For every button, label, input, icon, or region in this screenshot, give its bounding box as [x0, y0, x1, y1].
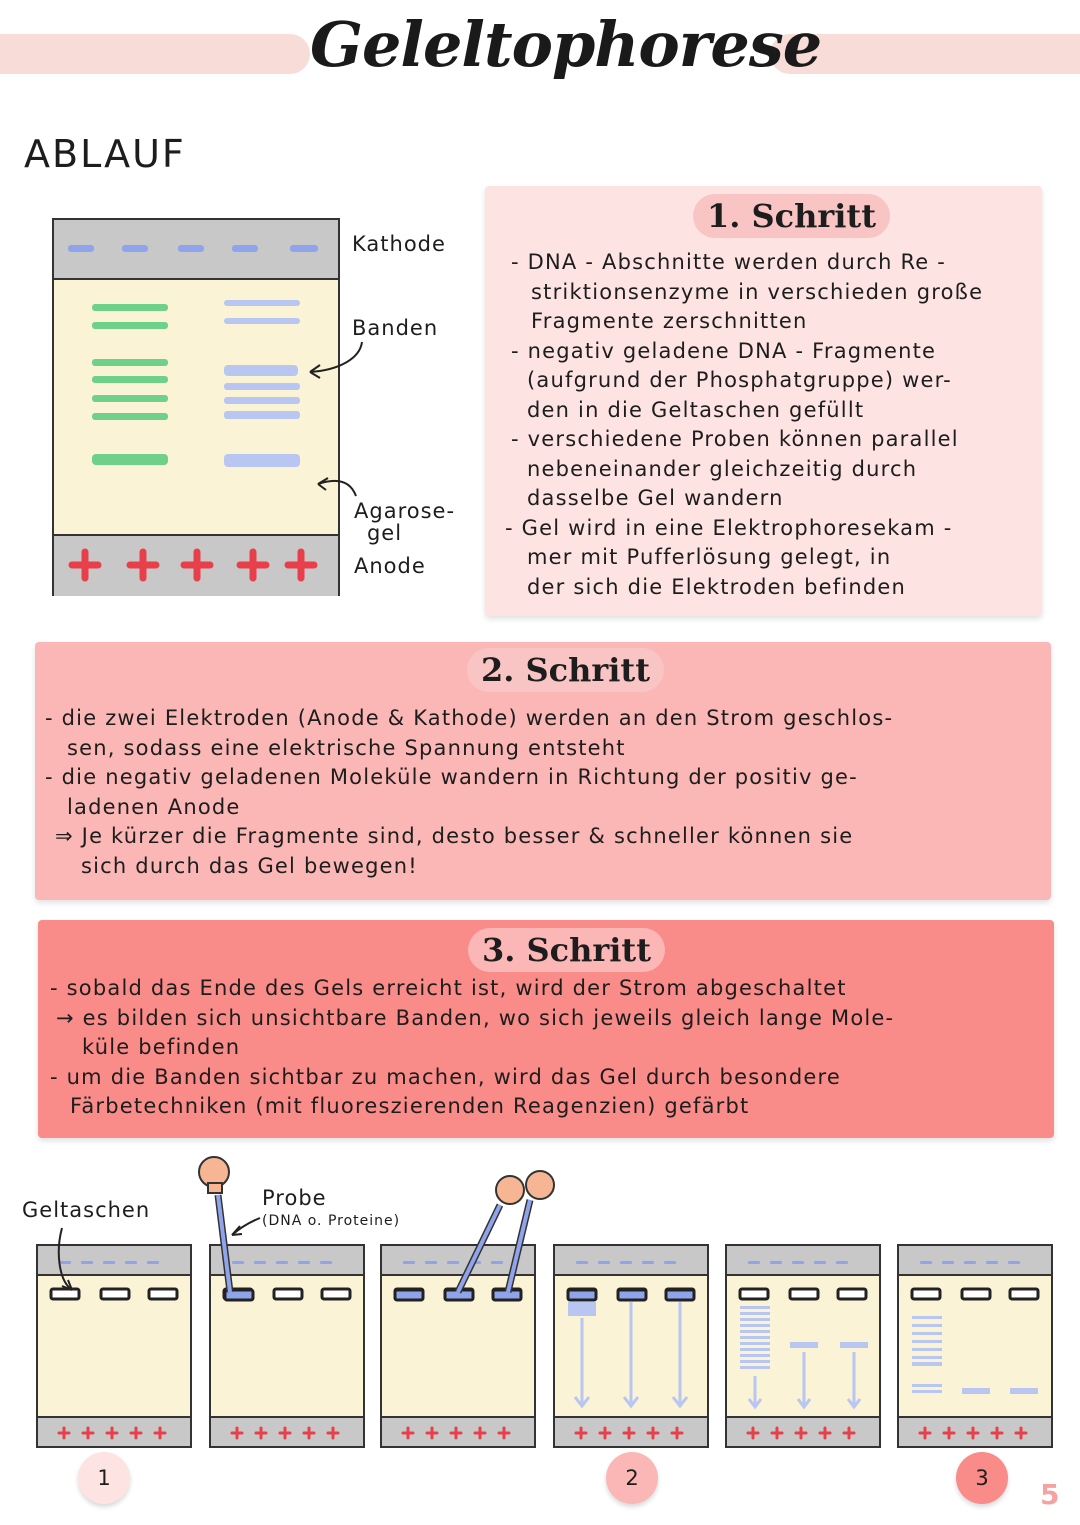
step2-line: - die negativ geladenen Moleküle wandern…: [45, 765, 858, 789]
pockets-label: Geltaschen: [22, 1198, 151, 1222]
green-band: [92, 304, 168, 311]
blue-band: [224, 397, 300, 404]
gel-label-line2: gel: [366, 521, 403, 545]
gel-sequence: [35, 1156, 1054, 1449]
step2-line: sich durch das Gel bewegen!: [81, 853, 418, 878]
step1-line: - verschiedene Proben können parallel: [511, 427, 959, 451]
gel-stage-2: [208, 1243, 366, 1449]
cathode-dash: [68, 245, 94, 252]
step3-line: → es bilden sich unsichtbare Banden, wo …: [56, 1005, 895, 1030]
cathode-dash: [290, 245, 318, 252]
step3-heading: 3. Schritt: [468, 928, 665, 972]
blue-band: [224, 383, 300, 390]
sample-note: (DNA o. Proteine): [262, 1213, 401, 1229]
step2-box: 2. Schritt - die zwei Elektroden (Anode …: [35, 642, 1051, 900]
step1-line: mer mit Pufferlösung gelegt, in: [527, 545, 892, 569]
blue-band: [224, 411, 300, 419]
step3-text: - sobald das Ende des Gels erreicht ist,…: [50, 974, 1050, 1122]
anode-label: Anode: [354, 554, 426, 578]
step2-line: - die zwei Elektroden (Anode & Kathode) …: [45, 706, 894, 730]
gel-label-line1: Agarose-: [354, 499, 456, 523]
anode-plus: [126, 548, 160, 582]
step-number-3: 3: [956, 1452, 1008, 1504]
bands-label: Banden: [352, 316, 439, 340]
step1-line: nebeneinander gleichzeitig durch: [527, 456, 918, 481]
page-number: 5: [1040, 1478, 1060, 1511]
step3-line: Färbetechniken (mit fluoreszierenden Rea…: [70, 1094, 750, 1118]
step3-line: küle befinden: [82, 1035, 241, 1059]
step1-line: (aufgrund der Phosphatgruppe) wer-: [527, 368, 952, 392]
step1-box: 1. Schritt - DNA - Abschnitte werden dur…: [485, 186, 1042, 616]
blue-band: [224, 365, 298, 376]
step1-line: - DNA - Abschnitte werden durch Re -: [511, 250, 947, 274]
label-arrows: [309, 341, 363, 497]
step2-line: ⇒ Je kürzer die Fragmente sind, desto be…: [55, 824, 854, 848]
step3-line: - um die Banden sichtbar zu machen, wird…: [50, 1064, 842, 1089]
gel-stage-1: [35, 1243, 193, 1449]
step3-box: 3. Schritt - sobald das Ende des Gels er…: [38, 920, 1054, 1138]
pipette: [198, 1156, 234, 1293]
blue-band: [224, 454, 300, 467]
blue-band: [224, 318, 300, 324]
green-band: [92, 376, 168, 383]
title-decoration-right: [770, 34, 1080, 74]
anode-plus: [284, 548, 318, 582]
anode-plus: [236, 548, 270, 582]
title-decoration-left: [0, 34, 310, 74]
migrating-sample: [568, 1302, 596, 1316]
cathode-dash: [122, 245, 148, 252]
step-number-2: 2: [606, 1452, 658, 1504]
green-band: [92, 395, 168, 402]
step2-line: sen, sodass eine elektrische Spannung en…: [67, 735, 626, 760]
page-title: Geleltophorese: [310, 8, 822, 81]
green-band: [92, 359, 168, 366]
pipette: [454, 1175, 525, 1294]
green-band: [92, 322, 168, 329]
step2-line: ladenen Anode: [67, 794, 241, 819]
sample-arrow: [231, 1217, 261, 1236]
pipette: [504, 1170, 555, 1293]
step2-heading: 2. Schritt: [467, 648, 664, 692]
step1-line: - negativ geladene DNA - Fragmente: [511, 338, 937, 363]
step-number-1: 1: [78, 1452, 130, 1504]
step1-line: den in die Geltaschen gefüllt: [527, 397, 865, 422]
gel-diagram-marks: [68, 245, 318, 582]
step1-line: dasselbe Gel wandern: [527, 486, 784, 510]
cathode-dash: [232, 245, 258, 252]
cathode-dash: [178, 245, 204, 252]
bands-arrow: [309, 341, 363, 373]
step1-line: Fragmente zerschnitten: [531, 309, 808, 333]
section-heading: ABLAUF: [24, 132, 186, 176]
green-band: [92, 454, 168, 465]
step1-line: der sich die Elektroden befinden: [527, 574, 907, 599]
anode-plus: [68, 548, 102, 582]
gel-arrow: [317, 479, 357, 497]
step1-line: - Gel wird in eine Elektrophoresekam -: [505, 515, 953, 540]
sample-label: Probe: [262, 1186, 327, 1210]
gel-stage-6: [896, 1243, 1054, 1449]
anode-plus: [180, 548, 214, 582]
cathode-label: Kathode: [352, 232, 446, 256]
step3-line: - sobald das Ende des Gels erreicht ist,…: [50, 976, 847, 1000]
pockets-arrow: [57, 1227, 73, 1291]
step1-heading: 1. Schritt: [693, 194, 890, 238]
filled-pocket: [223, 1288, 255, 1302]
filled-pocket: [393, 1288, 425, 1302]
green-band: [92, 413, 168, 420]
blue-band: [224, 300, 300, 306]
step1-line: striktionsenzyme in verschieden große: [531, 279, 984, 304]
gel-label: Agarose- gel: [354, 500, 455, 544]
step2-text: - die zwei Elektroden (Anode & Kathode) …: [45, 704, 1045, 881]
step1-text: - DNA - Abschnitte werden durch Re - str…: [505, 248, 1036, 602]
